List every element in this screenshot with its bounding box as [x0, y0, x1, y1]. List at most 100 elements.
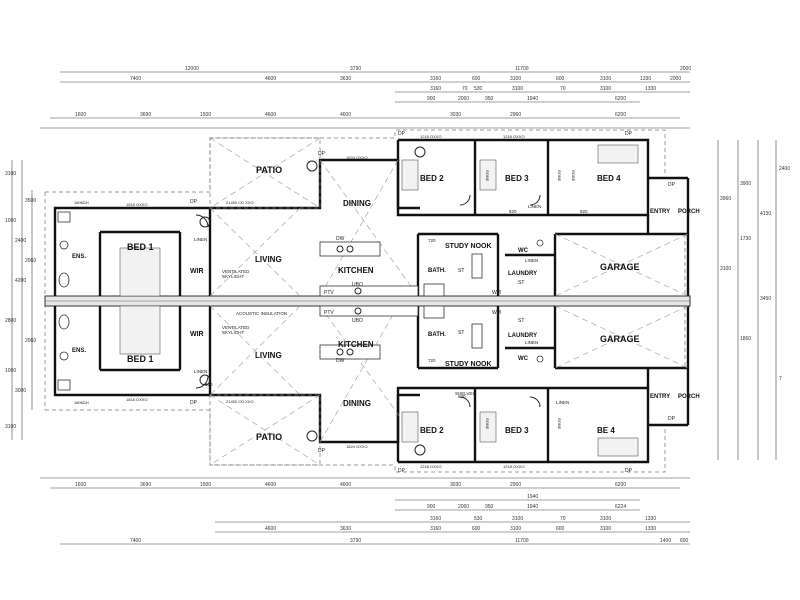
- dim-r-1: 3900: [740, 181, 751, 187]
- dim-3100: 3100: [510, 76, 521, 82]
- dim-b-3100c: 3100: [510, 526, 521, 532]
- label-robe-2: ROBE: [557, 170, 562, 182]
- label-linen-5: LINEN: [525, 340, 538, 345]
- dim-b-1940b: 1940: [527, 504, 538, 510]
- door-swings: [195, 146, 541, 456]
- label-dp-7: DP: [318, 448, 326, 454]
- dim-1330: 1330: [640, 76, 651, 82]
- dim-3630: 3630: [340, 76, 351, 82]
- dim-b-1400: 1400: [660, 538, 671, 544]
- dim-6200: 6200: [615, 96, 626, 102]
- room-laundry-bottom: LAUNDRY: [508, 333, 537, 339]
- room-labels-top: PATIO DINING BED 1 LIVING KITCHEN ENS. W…: [72, 165, 700, 277]
- label-linen-3: LINEN: [528, 204, 541, 209]
- dim-l-8: 1000: [5, 368, 16, 374]
- room-ens-bottom: ENS.: [72, 348, 86, 354]
- label-win-1218-b: 1218 OXXO: [503, 134, 525, 139]
- dim-b-2960: 2960: [510, 482, 521, 488]
- dim-l-4: 2060: [25, 258, 36, 264]
- smoke-detector-icon-2: [199, 374, 211, 386]
- room-laundry-top: LAUNDRY: [508, 271, 537, 277]
- dim-r-0: 2400: [779, 166, 790, 172]
- label-win-1818-bottom: 1818 OXXO: [126, 397, 148, 402]
- dim-b-530: 530: [474, 516, 483, 522]
- dim-b-3100b: 3100: [600, 516, 611, 522]
- dim-b-3630: 3630: [340, 526, 351, 532]
- beds: [119, 144, 639, 457]
- label-ubo-2: UBO: [352, 318, 363, 324]
- dim-l-5: 4200: [15, 278, 26, 284]
- dim-b-600c: 600: [680, 538, 689, 544]
- label-820-c: 820: [580, 209, 588, 214]
- dim-b-4600: 4600: [265, 482, 276, 488]
- dimension-lines-bottom: [40, 477, 690, 545]
- room-bed1-top: BED 1: [127, 242, 154, 252]
- dimension-lines-left: 3100 3500 1000 2400 2060 4200 2800 2060 …: [5, 160, 36, 440]
- dim-l-9: 3000: [15, 388, 26, 394]
- dim-3790: 3790: [350, 66, 361, 72]
- label-st-2: ST: [458, 330, 464, 336]
- dim-b-3160b: 3160: [430, 526, 441, 532]
- dim-b-3100: 3100: [512, 516, 523, 522]
- label-820-b: 820: [509, 209, 517, 214]
- dim-b-1330: 1330: [645, 516, 656, 522]
- label-door-bottom: 21450 CD XXO: [226, 399, 254, 404]
- label-linen-4: LINEN: [525, 258, 538, 263]
- room-bed3-top: BED 3: [505, 174, 529, 183]
- dim-12000: 12000: [185, 66, 199, 72]
- dim-1500: 1500: [200, 112, 211, 118]
- room-study-top: STUDY NOOK: [445, 243, 492, 250]
- dim-3030: 3030: [450, 112, 461, 118]
- room-entry-top: ENTRY: [650, 209, 670, 215]
- dim-b-1600: 1600: [75, 482, 86, 488]
- dim-530: 530: [474, 86, 483, 92]
- dim-b-70: 70: [560, 516, 566, 522]
- dim-b-600b: 600: [556, 526, 565, 532]
- room-bed1-bottom: BED 1: [127, 354, 154, 364]
- smoke-detector-icon-4: [306, 430, 318, 442]
- dim-1330b: 1330: [645, 86, 656, 92]
- label-dp-3: DP: [398, 131, 406, 137]
- dim-b-4600b: 4600: [340, 482, 351, 488]
- label-win-1806-bottom: 1806DH: [74, 400, 89, 405]
- label-dp-5: DP: [668, 182, 676, 188]
- dim-b-4600c: 4600: [265, 526, 276, 532]
- dim-r-3: 4130: [760, 211, 771, 217]
- label-st-3: ST: [518, 280, 524, 286]
- room-garage-bottom: GARAGE: [600, 334, 640, 344]
- label-win-1218-a: 1218 OXXO: [420, 134, 442, 139]
- label-dp-2: DP: [318, 151, 326, 157]
- kitchen-benches: [319, 241, 419, 360]
- dim-2960: 2960: [510, 112, 521, 118]
- label-820-a: 820: [205, 382, 213, 387]
- bath-fixtures: [57, 211, 544, 391]
- label-dw-1: DW: [336, 236, 345, 242]
- label-ubo-1: UBO: [352, 282, 363, 288]
- dimension-lines-top: [40, 71, 690, 129]
- dim-l-10: 3100: [5, 424, 16, 430]
- room-bed4-top: BED 4: [597, 174, 621, 183]
- dim-b-3100d: 3100: [600, 526, 611, 532]
- dim-b-11700: 11700: [515, 538, 529, 544]
- room-dining-bottom: DINING: [343, 399, 371, 408]
- dim-1600: 1600: [75, 112, 86, 118]
- label-win-1818-top: 1818 OXXO: [126, 202, 148, 207]
- walls-top-unit: [53, 138, 690, 296]
- walls-bottom-unit: [53, 306, 690, 464]
- label-st-1: ST: [458, 268, 464, 274]
- room-porch-top: PORCH: [678, 209, 700, 215]
- label-robe-4: ROBE: [485, 418, 490, 430]
- dim-r-2: 3960: [720, 196, 731, 202]
- party-wall: [44, 295, 691, 307]
- room-patio-top: PATIO: [256, 165, 282, 175]
- label-dp-10: DP: [668, 416, 676, 422]
- label-wm-2: WM: [492, 310, 501, 316]
- dim-3100c: 3100: [512, 86, 523, 92]
- dim-2060: 2060: [458, 96, 469, 102]
- label-dp-4: DP: [625, 131, 633, 137]
- label-ptv-1: PTV: [324, 290, 334, 296]
- dim-l-7: 2060: [25, 338, 36, 344]
- label-win-1824-top: 1824 OXXO: [346, 155, 368, 160]
- dim-70b: 70: [560, 86, 566, 92]
